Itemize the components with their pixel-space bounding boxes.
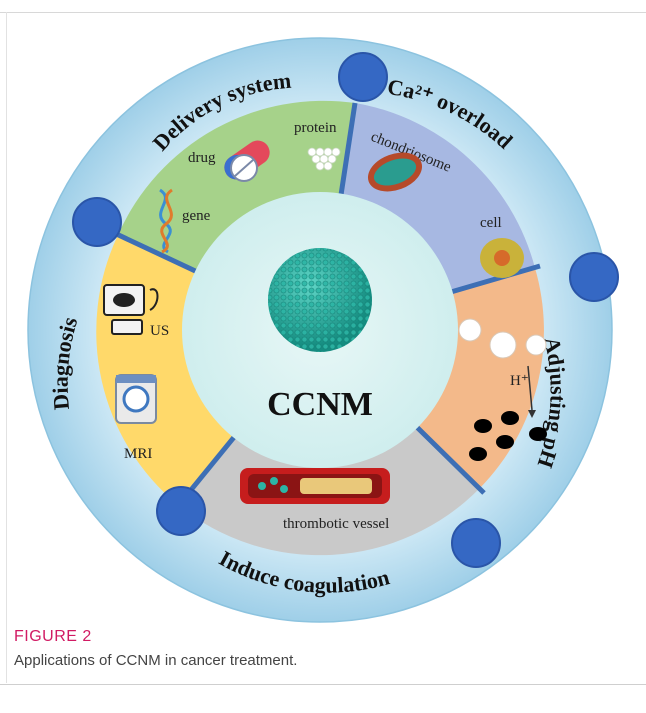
label-us: US <box>150 323 169 339</box>
label-cell: cell <box>480 215 502 231</box>
top-divider <box>0 12 646 13</box>
ccnm-nanoparticle-icon <box>268 248 372 352</box>
mri-scanner-icon <box>115 374 157 424</box>
label-mri: MRI <box>124 446 152 462</box>
precipitate-dots-icon <box>469 411 547 461</box>
ultrasound-device-icon <box>103 284 159 335</box>
drug-capsule-icon <box>224 140 270 182</box>
ph-arrow <box>527 365 533 411</box>
label-thrombotic-vessel: thrombotic vessel <box>283 516 389 532</box>
connector-nodes <box>72 52 619 568</box>
dna-gene-icon <box>159 188 173 254</box>
mitochondrion-icon <box>367 152 423 192</box>
node-left <box>72 197 122 247</box>
figure-caption-text: Applications of CCNM in cancer treatment… <box>14 652 298 669</box>
node-top <box>338 52 388 102</box>
node-bottom-right <box>451 518 501 568</box>
node-right <box>569 252 619 302</box>
label-drug: drug <box>188 150 216 166</box>
cell-icon <box>480 238 524 278</box>
label-h-plus: H⁺ <box>510 373 529 389</box>
label-protein: protein <box>294 120 337 136</box>
left-divider <box>6 12 7 683</box>
bottom-divider <box>0 684 646 685</box>
center-label: CCNM <box>267 386 373 423</box>
figure-caption: FIGURE 2 Applications of CCNM in cancer … <box>14 628 297 669</box>
protein-particles-icon <box>307 147 341 171</box>
nanoparticle-cluster-icon <box>458 318 547 359</box>
figure-label: FIGURE 2 <box>14 628 92 645</box>
node-bottom-left <box>156 486 206 536</box>
thrombotic-vessel-icon <box>240 468 390 504</box>
label-gene: gene <box>182 208 211 224</box>
ph-arrowhead-icon <box>528 410 536 418</box>
